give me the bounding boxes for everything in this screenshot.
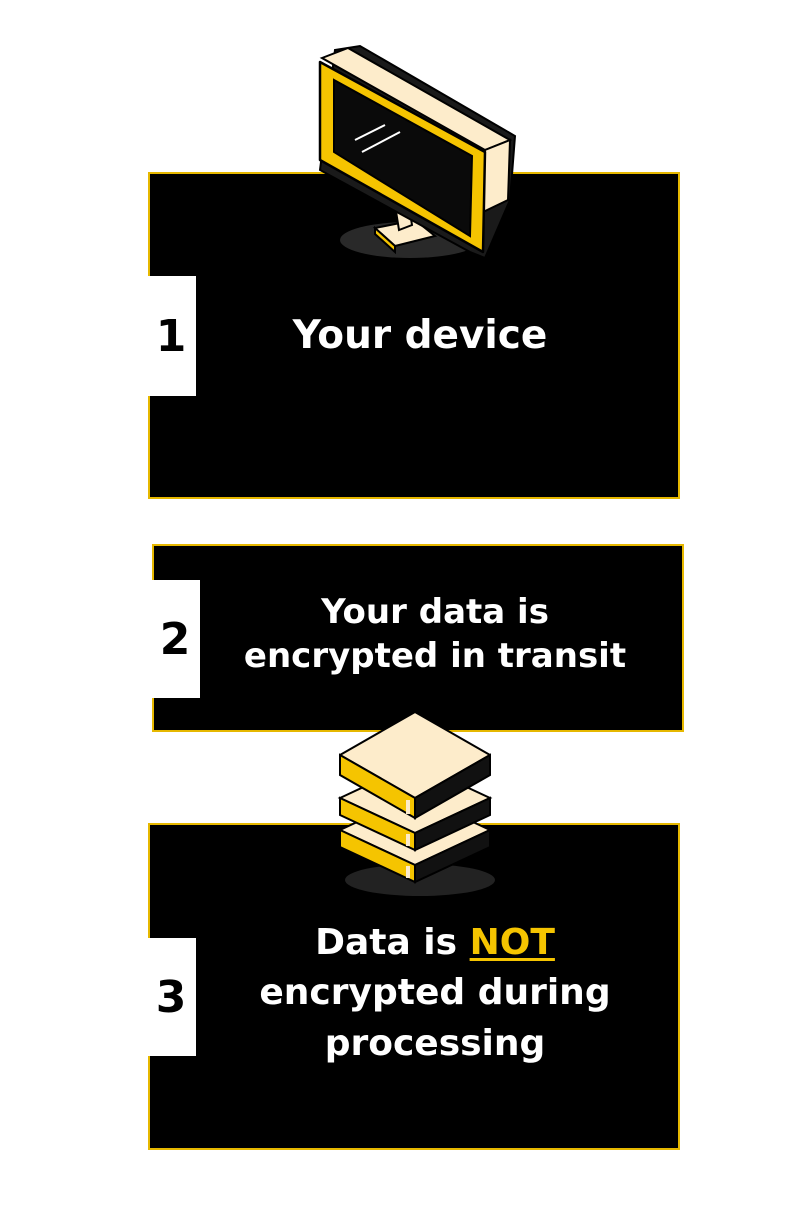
step-3-line-1: Data is NOT: [200, 918, 670, 968]
step-3-label: Data is NOT encrypted during processing: [200, 918, 670, 1069]
step-3-line-3: processing: [324, 1022, 546, 1064]
server-layer-top: [339, 711, 491, 820]
monitor-icon: [318, 44, 517, 260]
server-stack-icon: [337, 711, 495, 896]
step-3-line-2: encrypted during: [259, 972, 611, 1014]
step-1-label: Your device: [292, 313, 548, 358]
step-1-number: 1: [146, 276, 196, 396]
step-2-label: Your data is encrypted in transit: [200, 590, 670, 678]
step-2-number: 2: [150, 580, 200, 698]
step-2-panel: [152, 544, 684, 732]
step-2-line-2: encrypted in transit: [243, 636, 627, 677]
step-3-number: 3: [146, 938, 196, 1056]
step-2-line-1: Your data is: [321, 592, 549, 632]
step-3-prefix: Data is: [315, 922, 470, 963]
not-highlight: NOT: [469, 922, 555, 963]
